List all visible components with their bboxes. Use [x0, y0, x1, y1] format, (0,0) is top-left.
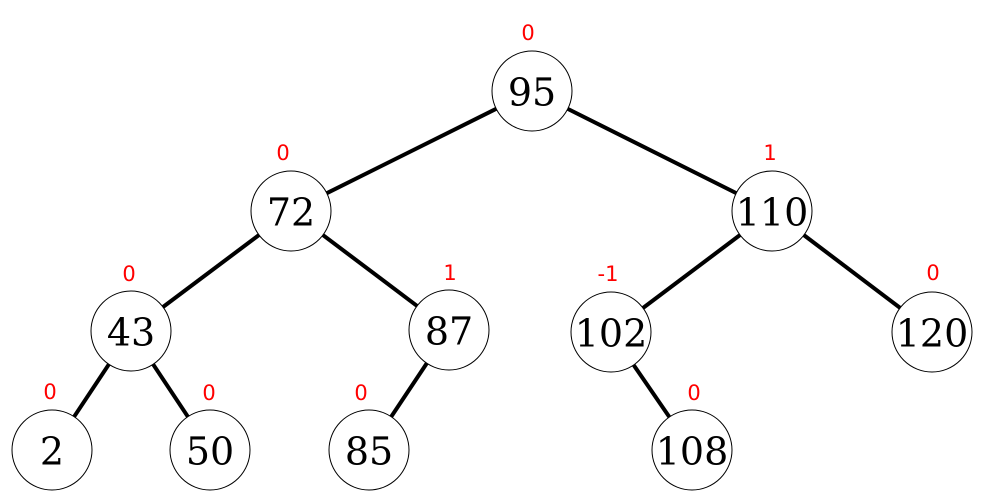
node-value-85: 85	[345, 430, 393, 474]
tree-node-circle-87	[408, 289, 490, 371]
tree-edge-87-85	[389, 362, 429, 418]
tree-edge-43-2	[72, 363, 111, 418]
balance-factor-85: 0	[354, 381, 367, 405]
node-value-43: 43	[107, 311, 155, 355]
tree-node-circle-120	[891, 291, 973, 373]
tree-node-circle-43	[90, 290, 172, 372]
balance-factor-2: 0	[43, 380, 56, 404]
tree-edge-110-102	[641, 233, 742, 310]
tree-edge-95-72	[325, 107, 498, 195]
balance-factor-108: 0	[687, 381, 700, 405]
balance-factor-110: 1	[763, 141, 776, 165]
balance-factor-120: 0	[926, 261, 939, 285]
node-value-87: 87	[425, 310, 473, 354]
node-value-95: 95	[508, 71, 556, 115]
node-value-108: 108	[656, 430, 729, 474]
tree-edge-72-87	[321, 233, 419, 308]
balance-factor-72: 0	[276, 141, 289, 165]
node-value-110: 110	[736, 191, 809, 235]
tree-node-circle-110	[731, 170, 813, 252]
tree-node-circle-102	[570, 291, 652, 373]
balance-factor-95: 0	[521, 21, 534, 45]
tree-edge-72-43	[161, 233, 261, 309]
balance-factor-87: 1	[443, 261, 456, 285]
tree-edge-110-120	[802, 233, 902, 310]
node-value-72: 72	[267, 191, 315, 235]
node-value-50: 50	[186, 430, 234, 474]
tree-node-circle-50	[169, 409, 251, 491]
node-value-102: 102	[575, 312, 648, 356]
tree-node-circle-85	[328, 409, 410, 491]
balance-factor-50: 0	[202, 381, 215, 405]
tree-edge-43-50	[151, 363, 190, 418]
tree-node-circle-108	[651, 409, 733, 491]
tree-edge-102-108	[631, 363, 672, 419]
tree-node-circle-72	[250, 170, 332, 252]
balance-factor-43: 0	[122, 262, 135, 286]
balance-factor-102: -1	[598, 262, 619, 286]
tree-node-circle-2	[11, 409, 93, 491]
tree-edge-95-110	[566, 107, 738, 195]
tree-node-circle-95	[491, 50, 573, 132]
node-value-2: 2	[40, 430, 64, 474]
node-value-120: 120	[896, 312, 969, 356]
